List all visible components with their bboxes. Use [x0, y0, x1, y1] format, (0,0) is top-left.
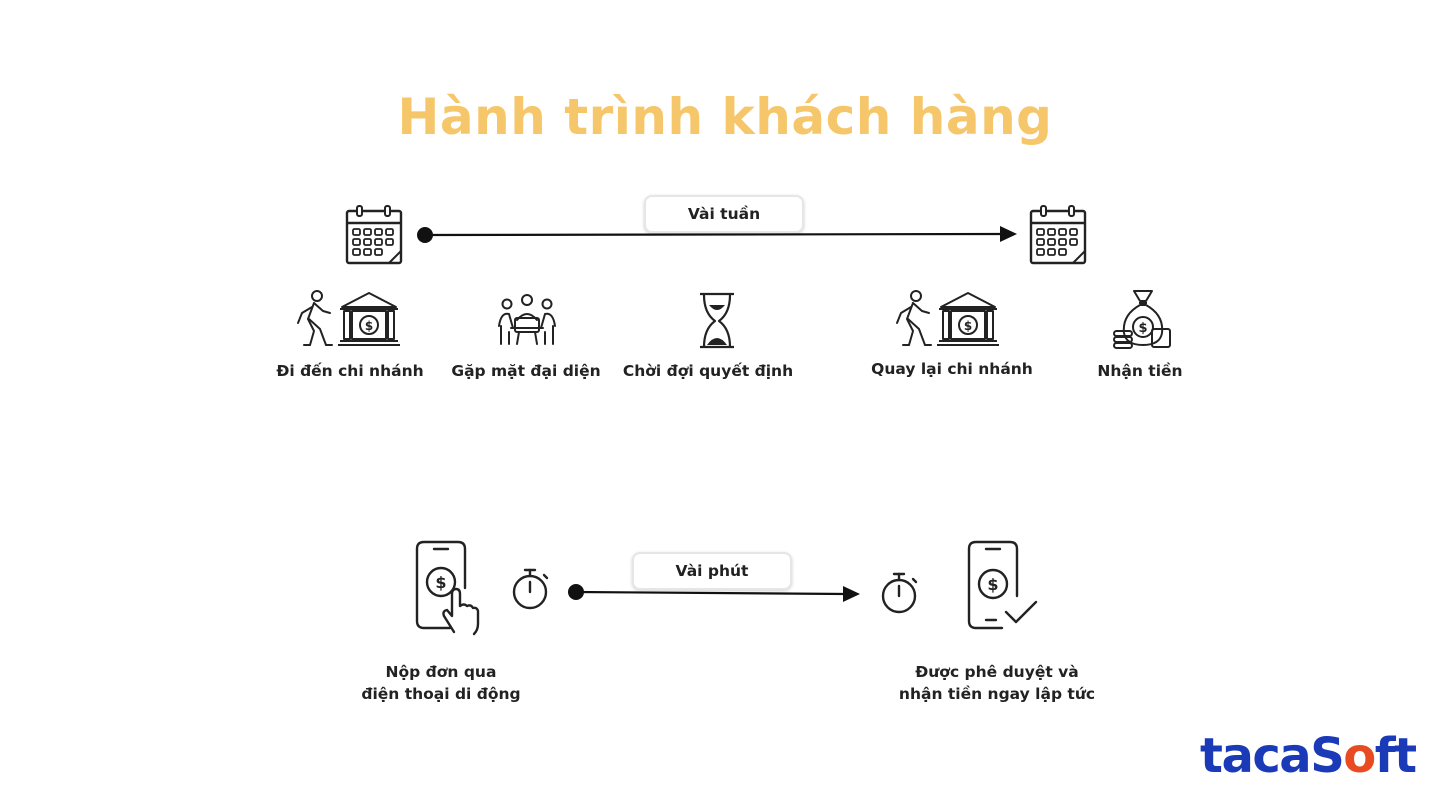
calendar-end-icon	[1029, 205, 1089, 267]
logo-o-accent: o	[1343, 728, 1376, 784]
step-label-wait-decision: Chời đợi quyết định	[622, 362, 794, 380]
digital-start-label: Nộp đơn qua điện thoại di động	[361, 661, 520, 705]
svg-text:$: $	[435, 573, 446, 592]
walk-to-bank-icon: $	[889, 289, 999, 349]
digital-end-label: Được phê duyệt và nhận tiền ngay lập tức	[899, 661, 1095, 705]
page-title: Hành trình khách hàng	[397, 88, 1053, 146]
svg-text:$: $	[365, 319, 373, 333]
meeting-icon	[497, 292, 557, 348]
digital-end-line2: nhận tiền ngay lập tức	[898, 685, 1096, 703]
stopwatch-icon	[880, 570, 920, 616]
step-label-receive-money: Nhận tiền	[1097, 362, 1183, 380]
hourglass-icon	[697, 291, 737, 351]
step-label-meet-representative: Gặp mặt đại diện	[451, 362, 601, 380]
top-timeline-arrowhead	[1000, 226, 1017, 242]
money-bag-icon: $	[1112, 289, 1174, 351]
phone-approved-icon: $	[966, 540, 1042, 634]
tacasoft-logo: tacaSoft	[1200, 728, 1417, 784]
svg-text:$: $	[964, 319, 972, 333]
logo-text-part2: S	[1310, 728, 1345, 784]
digital-start-line2: điện thoại di động	[361, 685, 521, 703]
bottom-timeline-arrowhead	[843, 586, 860, 602]
walk-to-bank-icon: $	[290, 289, 400, 349]
digital-end-line1: Được phê duyệt và	[915, 663, 1079, 681]
step-label-go-to-branch: Đi đến chi nhánh	[276, 362, 424, 380]
svg-text:$: $	[1138, 321, 1147, 336]
digital-start-line1: Nộp đơn qua	[385, 663, 497, 681]
svg-text:$: $	[987, 575, 998, 594]
logo-text-part3: ft	[1374, 728, 1417, 784]
duration-pill-minutes: Vài phút	[632, 552, 792, 590]
logo-text-part1: taca	[1200, 728, 1312, 784]
stopwatch-icon	[511, 566, 551, 612]
phone-tap-icon: $	[414, 540, 484, 640]
calendar-start-icon	[345, 205, 405, 267]
duration-pill-weeks: Vài tuần	[644, 195, 804, 233]
step-label-return-branch: Quay lại chi nhánh	[871, 360, 1033, 378]
